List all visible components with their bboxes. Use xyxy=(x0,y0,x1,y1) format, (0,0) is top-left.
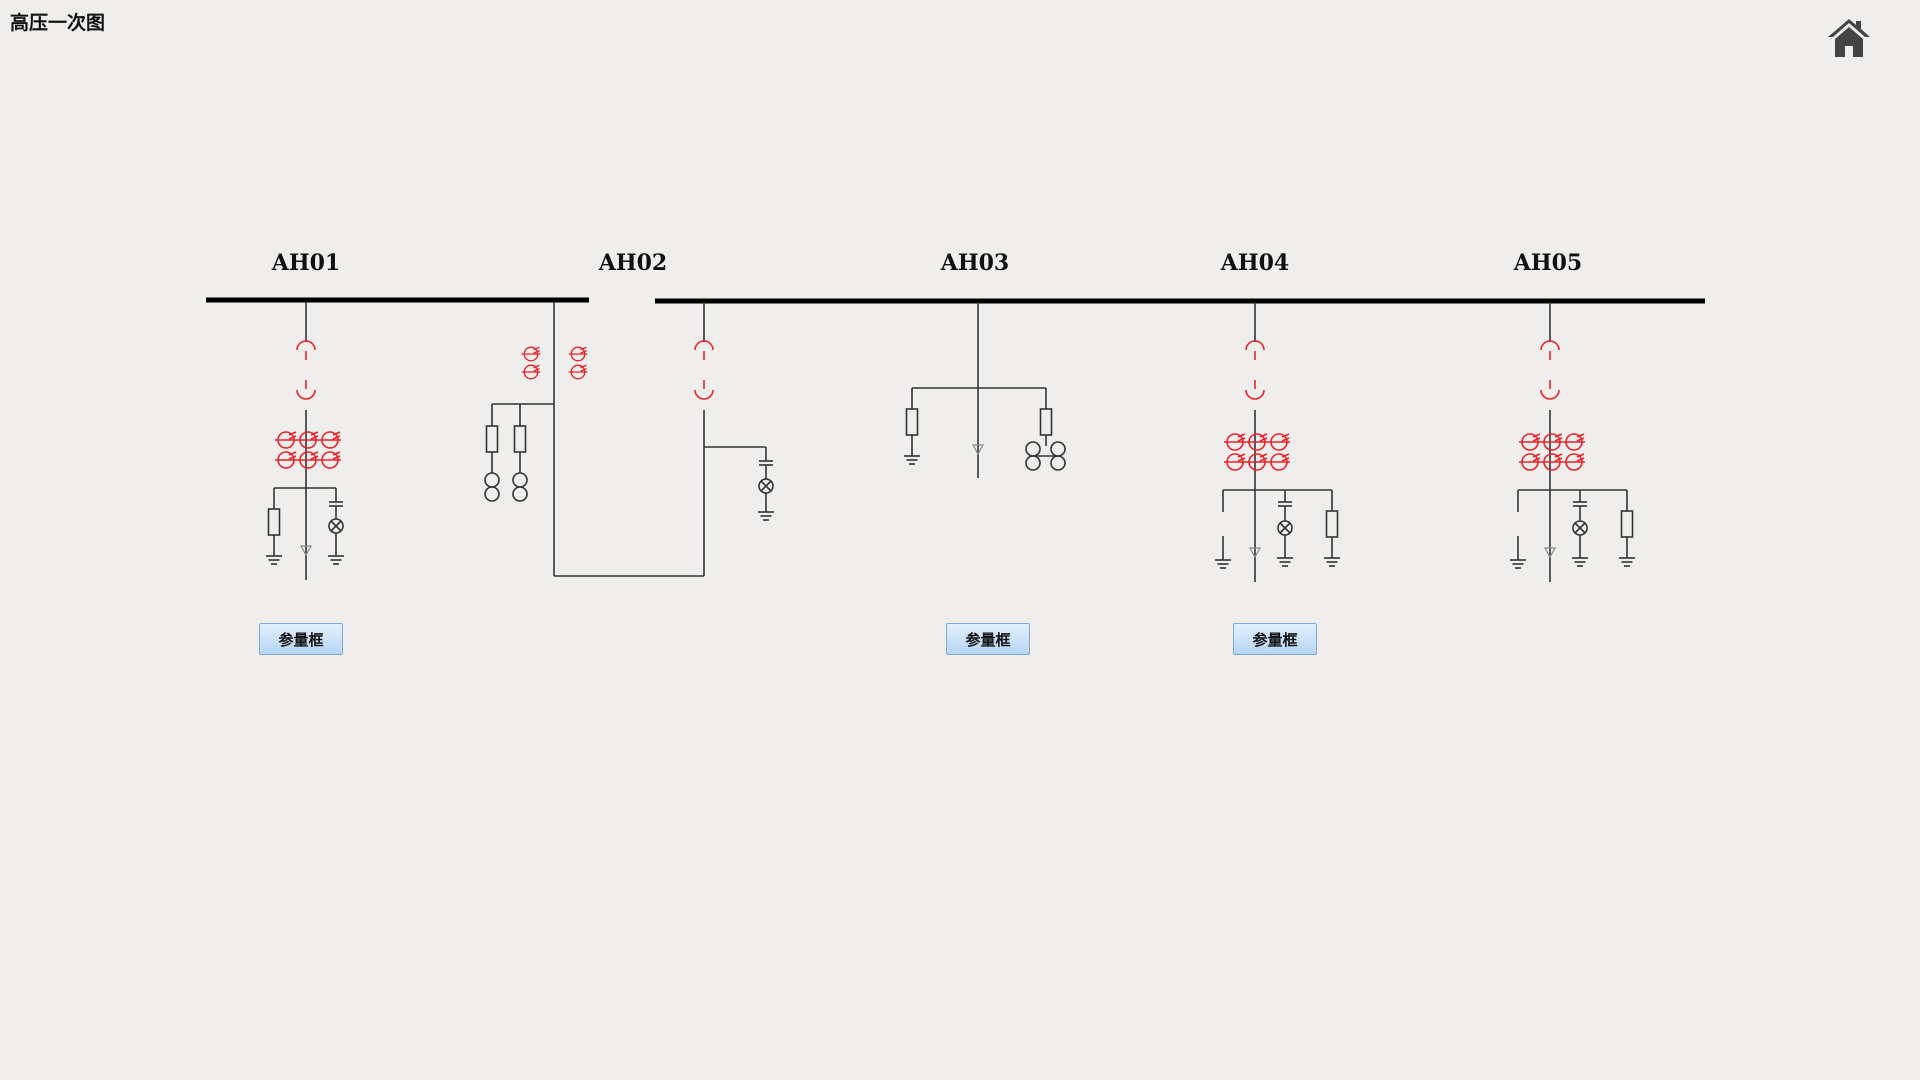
bay-label-ah03: AH03 xyxy=(940,250,1009,276)
bay-ah04 xyxy=(1214,302,1341,582)
current-transformer-ah05 xyxy=(1519,434,1585,470)
bay-ah03 xyxy=(903,302,1066,478)
bay-ah02 xyxy=(484,302,775,577)
breaker-ah02[interactable] xyxy=(694,340,714,400)
current-transformer-ah01 xyxy=(275,432,341,468)
bay-label-ah05: AH05 xyxy=(1513,250,1582,276)
bay-label-ah01: AH01 xyxy=(271,250,340,276)
home-button[interactable] xyxy=(1826,15,1872,61)
meter-button-ah03[interactable]: 参量框 xyxy=(946,623,1030,655)
bay-label-ah02: AH02 xyxy=(598,250,667,276)
meter-button-ah04[interactable]: 参量框 xyxy=(1233,623,1317,655)
breaker-ah01[interactable] xyxy=(296,340,316,400)
breaker-ah05[interactable] xyxy=(1540,340,1560,400)
home-icon xyxy=(1828,19,1870,57)
page-title: 高压一次图 xyxy=(10,12,106,34)
bay-ah05 xyxy=(1509,302,1636,582)
bay-ah01 xyxy=(265,302,345,580)
breaker-ah04[interactable] xyxy=(1245,340,1265,400)
current-transformer-ah04 xyxy=(1224,434,1290,470)
bay-label-ah04: AH04 xyxy=(1220,250,1289,276)
meter-button-ah01[interactable]: 参量框 xyxy=(259,623,343,655)
